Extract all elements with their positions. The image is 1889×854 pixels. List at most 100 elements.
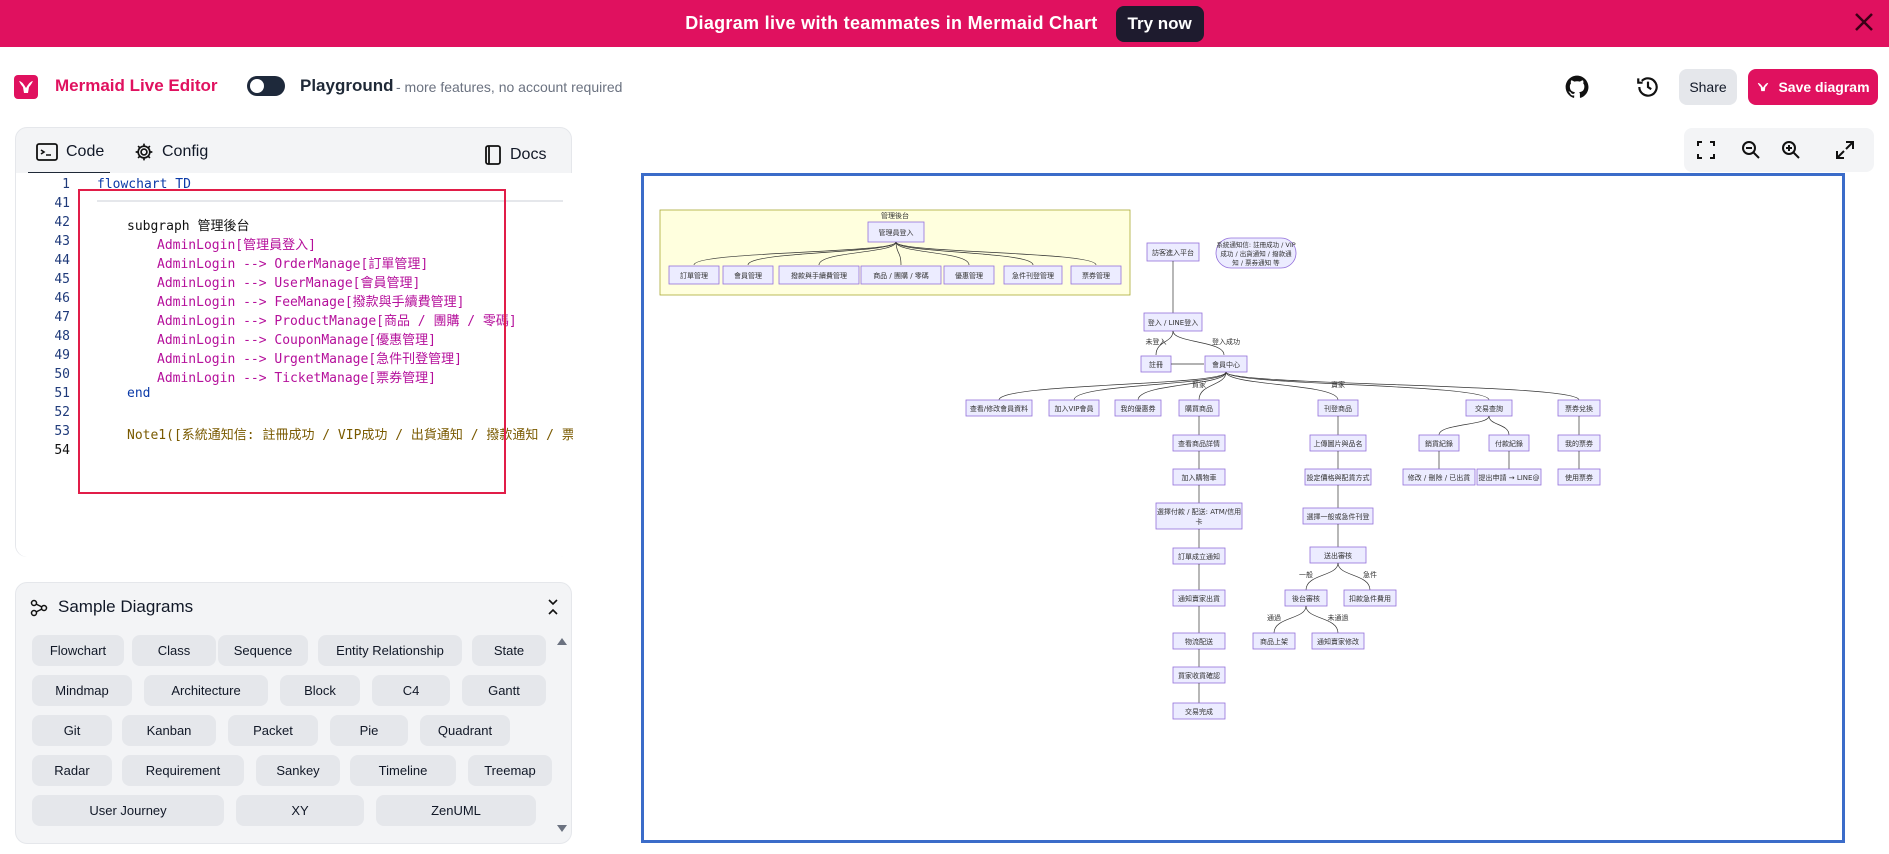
- line-number: 41: [54, 196, 70, 211]
- diagram-canvas[interactable]: 管理後台管理員登入訂單管理會員管理撥款與手續費管理商品 / 團購 / 零碼優惠管…: [641, 173, 1845, 843]
- buy-step-box: [1155, 502, 1243, 530]
- sample-chip-quadrant[interactable]: Quadrant: [420, 715, 510, 746]
- save-diagram-button[interactable]: Save diagram: [1748, 69, 1878, 105]
- code-editor[interactable]: 1 41 42 43 44 45 46 47 48 49 50 51 52 53…: [16, 173, 573, 557]
- admin-child-box: [778, 265, 860, 285]
- try-now-button[interactable]: Try now: [1115, 5, 1204, 42]
- admin-child-box: [1003, 265, 1063, 285]
- playground-label: Playground: [300, 76, 394, 95]
- sample-chip-pie[interactable]: Pie: [330, 715, 408, 746]
- line-number: 1: [62, 177, 70, 192]
- register-label: 註冊: [1149, 360, 1163, 369]
- ticket-step-box: [1557, 468, 1601, 486]
- buy-step-label: 選擇付款 / 配送: ATM/信用: [1157, 507, 1241, 516]
- sample-chip-gantt[interactable]: Gantt: [462, 675, 546, 706]
- subgraph-title: 管理後台: [881, 211, 909, 220]
- promo-banner: Diagram live with teammates in Mermaid C…: [0, 0, 1889, 47]
- sample-chip-user-journey[interactable]: User Journey: [32, 795, 224, 826]
- code-line: AdminLogin --> UserManage[會員管理]: [157, 276, 421, 291]
- sample-chip-timeline[interactable]: Timeline: [350, 755, 456, 786]
- diagram-edge: [1198, 371, 1227, 401]
- tab-docs-label: Docs: [510, 146, 547, 163]
- diagram-edge: [1337, 562, 1371, 591]
- sample-chip-class[interactable]: Class: [132, 635, 216, 666]
- line-number: 48: [54, 329, 70, 344]
- sample-chip-radar[interactable]: Radar: [32, 755, 112, 786]
- code-line: AdminLogin --> ProductManage[商品 / 團購 / 零…: [157, 314, 517, 329]
- fullscreen-icon[interactable]: [1835, 140, 1855, 160]
- editor-tabs: Code Config Docs: [16, 128, 573, 174]
- code-line: Note1([系統通知信: 註冊成功 / VIP成功 / 出貨通知 / 撥款通知…: [127, 428, 573, 443]
- github-icon[interactable]: [1564, 74, 1590, 100]
- tab-config[interactable]: Config: [134, 138, 208, 166]
- sample-chip-state[interactable]: State: [472, 635, 546, 666]
- zoom-in-icon[interactable]: [1781, 140, 1801, 160]
- line-number: 49: [54, 348, 70, 363]
- diagram-edge: [1488, 415, 1510, 436]
- fit-screen-icon[interactable]: [1696, 140, 1716, 160]
- tab-docs[interactable]: Docs: [484, 141, 546, 169]
- tab-config-label: Config: [162, 143, 209, 160]
- buy-step-box: [1172, 702, 1226, 720]
- sample-chip-requirement[interactable]: Requirement: [122, 755, 244, 786]
- sample-chip-sankey[interactable]: Sankey: [256, 755, 340, 786]
- app-title[interactable]: Mermaid Live Editor: [55, 76, 218, 95]
- code-line: subgraph 管理後台: [127, 219, 250, 234]
- sample-chip-sequence[interactable]: Sequence: [218, 635, 308, 666]
- edge-label: 未登入: [1146, 337, 1167, 346]
- mermaid-logo-icon[interactable]: [14, 75, 38, 99]
- diagram-edge: [1305, 562, 1339, 591]
- tab-code[interactable]: Code: [27, 138, 111, 174]
- code-icon: [36, 143, 58, 161]
- editor-panel: Code Config Docs 1 41 42 43 44 45 46 47 …: [15, 127, 573, 557]
- admin-child-box: [1070, 265, 1122, 285]
- listed-label: 商品上架: [1260, 637, 1288, 646]
- flowchart-diagram: 管理後台管理員登入訂單管理會員管理撥款與手續費管理商品 / 團購 / 零碼優惠管…: [659, 209, 1601, 720]
- member-child-box: [1048, 399, 1100, 417]
- scrollbar[interactable]: [556, 635, 568, 835]
- save-diagram-label: Save diagram: [1778, 79, 1870, 95]
- sample-chip-xy[interactable]: XY: [236, 795, 364, 826]
- diagram-edge: [895, 241, 1034, 266]
- review-label: 後台審核: [1292, 594, 1320, 603]
- zoom-out-icon[interactable]: [1741, 140, 1761, 160]
- playground-toggle[interactable]: [247, 76, 285, 96]
- sample-chip-c4[interactable]: C4: [372, 675, 450, 706]
- buy-step-label: 卡: [1196, 517, 1203, 526]
- sample-chip-mindmap[interactable]: Mindmap: [32, 675, 132, 706]
- sample-chip-treemap[interactable]: Treemap: [468, 755, 552, 786]
- collapse-chevron-icon[interactable]: [546, 597, 560, 617]
- close-icon[interactable]: [1851, 9, 1877, 35]
- sample-chip-entity-relationship[interactable]: Entity Relationship: [318, 635, 462, 666]
- ticket-step-label: 我的票券: [1565, 439, 1593, 448]
- edge-label: 賣家: [1331, 380, 1345, 389]
- line-number: 54: [54, 443, 70, 458]
- notify-fix-box: [1311, 632, 1365, 650]
- sample-chip-flowchart[interactable]: Flowchart: [32, 635, 124, 666]
- buy-step-label: 買家收貨確認: [1178, 671, 1220, 680]
- sample-chip-block[interactable]: Block: [280, 675, 360, 706]
- code-line: AdminLogin --> FeeManage[撥款與手續費管理]: [157, 295, 465, 310]
- sample-chip-zenuml[interactable]: ZenUML: [376, 795, 536, 826]
- admin-child-box: [943, 265, 995, 285]
- sell-step-label: 選擇一般或急件刊登: [1307, 512, 1370, 521]
- line-number: 51: [54, 386, 70, 401]
- admin-child-label: 票券管理: [1082, 271, 1110, 280]
- sample-chip-kanban[interactable]: Kanban: [122, 715, 216, 746]
- app-header: Mermaid Live Editor Playground - more fe…: [0, 47, 1889, 127]
- history-icon[interactable]: [1635, 74, 1661, 100]
- sell-step-label: 送出審核: [1324, 551, 1352, 560]
- diagram-icon: [30, 599, 48, 617]
- share-button[interactable]: Share: [1679, 69, 1737, 105]
- admin-child-box: [722, 265, 774, 285]
- diagram-edge: [747, 241, 897, 266]
- admin-login-label: 管理員登入: [879, 228, 914, 237]
- mermaid-small-icon: [1758, 82, 1769, 92]
- member-child-label: 我的優惠券: [1121, 404, 1156, 413]
- sample-chip-git[interactable]: Git: [32, 715, 112, 746]
- sample-chip-packet[interactable]: Packet: [228, 715, 318, 746]
- line-number: 53: [54, 424, 70, 439]
- sample-chip-architecture[interactable]: Architecture: [144, 675, 268, 706]
- admin-child-box: [860, 265, 942, 285]
- note-box: [1215, 237, 1297, 269]
